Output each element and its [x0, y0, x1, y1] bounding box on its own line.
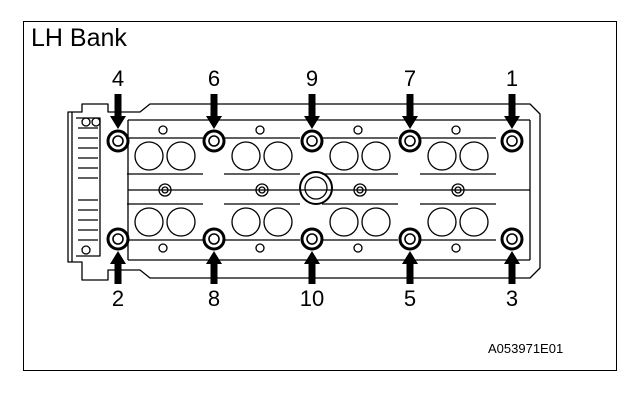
bolt-order-label: 9 [306, 66, 318, 91]
head-bolt-10 [300, 227, 324, 251]
small-bolt-inner [356, 186, 364, 194]
journal-circle [361, 207, 391, 237]
journal-cap [127, 203, 203, 241]
head-bolt-4 [106, 129, 130, 153]
journal-circle [427, 141, 457, 171]
journal-cap [420, 137, 496, 175]
journal-circle [263, 207, 293, 237]
journal-cap [224, 203, 300, 241]
journal-circle [459, 141, 489, 171]
small-bolt [451, 243, 461, 253]
head-end-hole [91, 117, 101, 127]
journal-cap [127, 137, 203, 175]
arrows-layer [110, 94, 520, 284]
bolt-order-label: 1 [506, 66, 518, 91]
cam-journals [127, 125, 496, 253]
head-end-hole [81, 117, 91, 127]
bolt-order-label: 6 [208, 66, 220, 91]
journal-circle [134, 207, 164, 237]
diagram-title: LH Bank [31, 24, 127, 52]
small-bolt [158, 243, 168, 253]
bolt-order-label: 4 [112, 66, 124, 91]
labels-layer: 4 6 9 7 1 2 8 10 5 3 [112, 66, 518, 311]
arrow-icon [110, 94, 126, 129]
journal-cap [420, 203, 496, 241]
arrow-icon [304, 251, 320, 284]
arrow-icon [402, 94, 418, 129]
small-bolt [255, 183, 269, 197]
small-bolt [353, 243, 363, 253]
arrow-icon [206, 94, 222, 129]
small-bolt [255, 243, 265, 253]
center-port [299, 171, 333, 205]
journal-circle [231, 207, 261, 237]
head-bolt-7 [398, 129, 422, 153]
small-bolt-inner [258, 186, 266, 194]
arrow-icon [304, 94, 320, 129]
journal-cap [224, 137, 300, 175]
small-bolt [451, 125, 461, 135]
arrow-icon [110, 251, 126, 284]
bolt-order-label: 3 [506, 286, 518, 311]
bolt-order-label: 5 [404, 286, 416, 311]
journal-circle [263, 141, 293, 171]
small-bolt [158, 125, 168, 135]
head-bolt-5 [398, 227, 422, 251]
figure-code: A053971E01 [488, 341, 564, 356]
journal-circle [459, 207, 489, 237]
small-bolt-inner [161, 186, 169, 194]
journal-circle [329, 207, 359, 237]
journal-circle [134, 141, 164, 171]
bolt-order-label: 10 [300, 286, 324, 311]
head-bolt-9 [300, 129, 324, 153]
journal-circle [166, 141, 196, 171]
bolt-order-label: 8 [208, 286, 220, 311]
diagram-frame [23, 21, 617, 371]
journal-circle [329, 141, 359, 171]
small-bolt-inner [454, 186, 462, 194]
bolts-layer [106, 129, 524, 251]
head-end-detail [71, 112, 101, 262]
head-bolt-2 [106, 227, 130, 251]
small-bolt [255, 125, 265, 135]
cylinder-head-outline [67, 103, 541, 281]
journal-cap [322, 137, 398, 175]
center-port-inner [304, 176, 328, 200]
small-bolt [451, 183, 465, 197]
arrow-icon [206, 251, 222, 284]
small-bolt [158, 183, 172, 197]
head-bolt-1 [500, 129, 524, 153]
bolt-order-label: 2 [112, 286, 124, 311]
journal-circle [361, 141, 391, 171]
head-bolt-3 [500, 227, 524, 251]
bolt-order-label: 7 [404, 66, 416, 91]
head-bolt-6 [202, 129, 226, 153]
head-inner-rail [127, 119, 531, 261]
arrow-icon [402, 251, 418, 284]
arrow-icon [504, 251, 520, 284]
small-bolt [353, 125, 363, 135]
small-bolt [353, 183, 367, 197]
head-bolt-8 [202, 227, 226, 251]
journal-cap [322, 203, 398, 241]
journal-circle [166, 207, 196, 237]
journal-circle [231, 141, 261, 171]
journal-circle [427, 207, 457, 237]
head-end-hole [81, 245, 91, 255]
arrow-icon [504, 94, 520, 129]
